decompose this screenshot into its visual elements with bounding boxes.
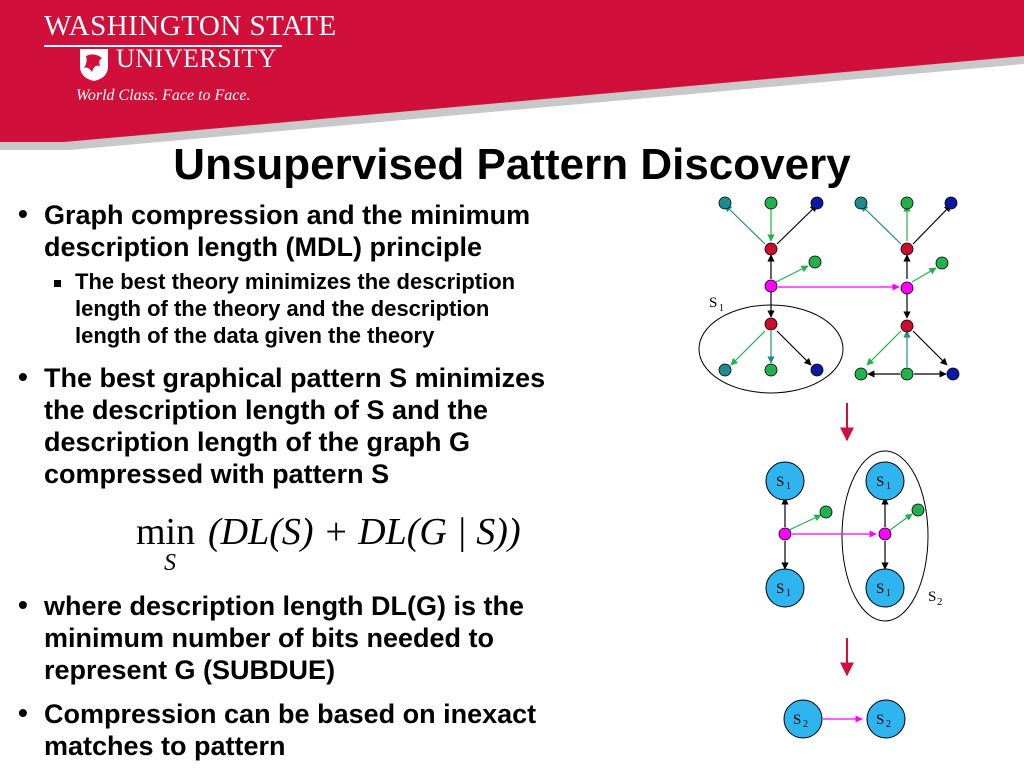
- s2-node-subscript: 2: [886, 719, 891, 730]
- graph-node: [764, 317, 778, 331]
- graph-node: [946, 367, 960, 381]
- s2-node: [866, 699, 906, 739]
- cougar-logo-icon: [80, 49, 108, 81]
- bullet-marker: •: [18, 198, 28, 229]
- bullet-2-line-1: The best graphical pattern S minimizes: [44, 363, 546, 393]
- header-banner: [0, 0, 1024, 150]
- university-name-line2: UNIVERSITY: [116, 44, 277, 73]
- bullet-1: Graph compression and the minimum descri…: [44, 199, 530, 263]
- s2-label-subscript: 2: [937, 596, 943, 608]
- s1-node-label: S: [876, 581, 884, 597]
- s1-node-label: S: [776, 581, 784, 597]
- bullet-4-line-1: Compression can be based on inexact: [44, 699, 537, 729]
- s1-node: [765, 461, 805, 501]
- graph-node: [935, 256, 949, 270]
- graph-node: [764, 363, 778, 377]
- bullet-3-line-3: represent G (SUBDUE): [44, 655, 336, 685]
- s1-node: [865, 568, 905, 608]
- university-tagline: World Class. Face to Face.: [76, 87, 251, 104]
- graph-node: [810, 363, 824, 377]
- graph-node: [764, 279, 778, 293]
- graph-node: [944, 196, 958, 210]
- s1-node-label: S: [876, 474, 884, 490]
- s2-node: [783, 699, 823, 739]
- bullet-1-line-2: description length (MDL) principle: [44, 232, 482, 262]
- bullet-2-line-3: description length of the graph G: [44, 427, 471, 457]
- graph-node: [810, 196, 824, 210]
- bullet-2: The best graphical pattern S minimizes t…: [44, 362, 545, 490]
- graph-node: [854, 196, 868, 210]
- bullet-3-line-1: where description length DL(G) is the: [44, 591, 525, 621]
- graph-node: [718, 363, 732, 377]
- s1-node-label: S: [776, 474, 784, 490]
- s2-node-subscript: 2: [803, 719, 808, 730]
- s2-node-label: S: [876, 712, 884, 728]
- bullet-2-line-2: the description length of S and the: [44, 395, 489, 425]
- sub-bullet: The best theory minimizes the descriptio…: [75, 268, 515, 349]
- s2-node-label: S: [793, 712, 801, 728]
- bullet-3: where description length DL(G) is the mi…: [44, 590, 524, 686]
- graph-node: [718, 196, 732, 210]
- s2-pattern-ellipse: [841, 450, 929, 622]
- graph-node: [878, 527, 892, 541]
- graph-node: [911, 503, 925, 517]
- mdl-formula: min (DL(S) + DL(G | S)) S: [136, 511, 521, 576]
- bullet-4: Compression can be based on inexact matc…: [44, 698, 536, 762]
- bullet-4-line-2: matches to pattern: [44, 731, 286, 761]
- formula-subscript: S: [164, 550, 176, 576]
- bullet-marker: •: [18, 361, 28, 392]
- bullet-marker: •: [18, 697, 28, 728]
- graph-node: [764, 242, 778, 256]
- bullet-2-line-4: compressed with pattern S: [44, 459, 390, 489]
- bullet-3-line-2: minimum number of bits needed to: [44, 623, 495, 653]
- graph-node: [808, 255, 822, 269]
- s1-node: [865, 461, 905, 501]
- sub-bullet-marker: [54, 280, 61, 287]
- s1-node-subscript: 1: [786, 588, 791, 599]
- graph-node: [819, 505, 833, 519]
- sub-bullet-line-1: The best theory minimizes the descriptio…: [75, 269, 516, 294]
- graph-node: [900, 367, 914, 381]
- graph-node: [900, 319, 914, 333]
- graph-node: [764, 196, 778, 210]
- graph-node: [854, 367, 868, 381]
- sub-bullet-line-2: length of the theory and the description: [75, 296, 490, 321]
- slide-title: Unsupervised Pattern Discovery: [173, 140, 851, 189]
- graph-node: [900, 196, 914, 210]
- graph-node: [778, 527, 792, 541]
- formula-min: min: [136, 511, 195, 553]
- s1-label-subscript: 1: [719, 303, 724, 314]
- s1-node-subscript: 1: [886, 481, 891, 492]
- s2-label: S: [928, 589, 936, 605]
- logo-divider: [44, 45, 282, 47]
- s1-node: [765, 568, 805, 608]
- university-name-line1: WASHINGTON STATE: [44, 10, 337, 42]
- s1-node-subscript: 1: [786, 481, 791, 492]
- s1-label: S: [709, 295, 717, 311]
- s1-node-subscript: 1: [886, 588, 891, 599]
- bullet-marker: •: [18, 589, 28, 620]
- graph-node: [900, 281, 914, 295]
- bullet-1-line-1: Graph compression and the minimum: [44, 200, 531, 230]
- graph-node: [900, 242, 914, 256]
- sub-bullet-line-3: length of the data given the theory: [75, 323, 435, 348]
- formula-body: (DL(S) + DL(G | S)): [208, 511, 521, 553]
